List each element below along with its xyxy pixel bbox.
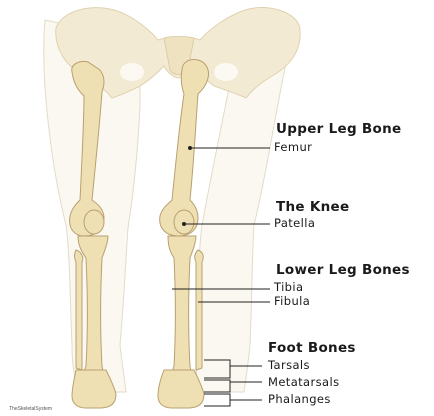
right-obturator [214,63,238,81]
fibula-label: Fibula [274,294,310,308]
patella-leader-dot [183,223,186,226]
phalanges-bracket [204,394,262,406]
patella-label: Patella [274,216,315,230]
lower-leg-bones-heading: Lower Leg Bones [276,262,410,278]
credit-watermark: TheSkeletalSystem [9,406,52,412]
phalanges-label: Phalanges [268,392,331,406]
right-patella [84,210,104,234]
foot-bones-heading: Foot Bones [268,340,356,356]
left-fibula [195,250,204,370]
metatarsals-label: Metatarsals [268,375,339,389]
tarsals-label: Tarsals [268,358,310,372]
tibia-label: Tibia [274,280,303,294]
left-tibia [168,236,196,384]
right-fibula [75,250,83,370]
femur-label: Femur [274,140,312,154]
left-foot [158,370,204,408]
femur-leader-dot [189,147,192,150]
upper-leg-bone-heading: Upper Leg Bone [276,121,401,137]
the-knee-heading: The Knee [276,199,349,215]
left-obturator [120,63,144,81]
